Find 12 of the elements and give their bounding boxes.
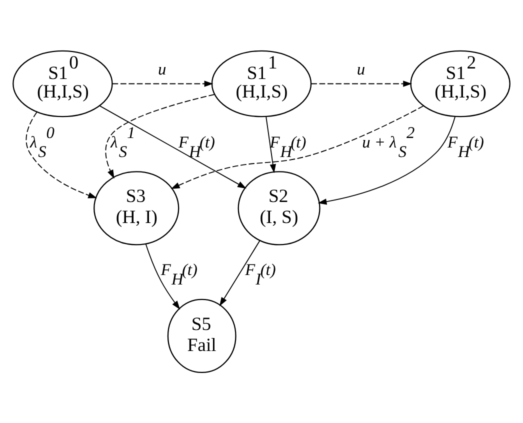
edge-label: u [158, 60, 166, 79]
arrow [26, 112, 98, 198]
arrow [170, 106, 424, 190]
arrow [99, 105, 246, 189]
arrow [105, 94, 215, 179]
arrow [219, 240, 260, 306]
arrow [266, 116, 276, 174]
edge-label: u [356, 60, 366, 79]
arrow [310, 80, 412, 87]
arrow [318, 116, 456, 205]
arrow [145, 243, 180, 310]
arrow [112, 80, 214, 87]
